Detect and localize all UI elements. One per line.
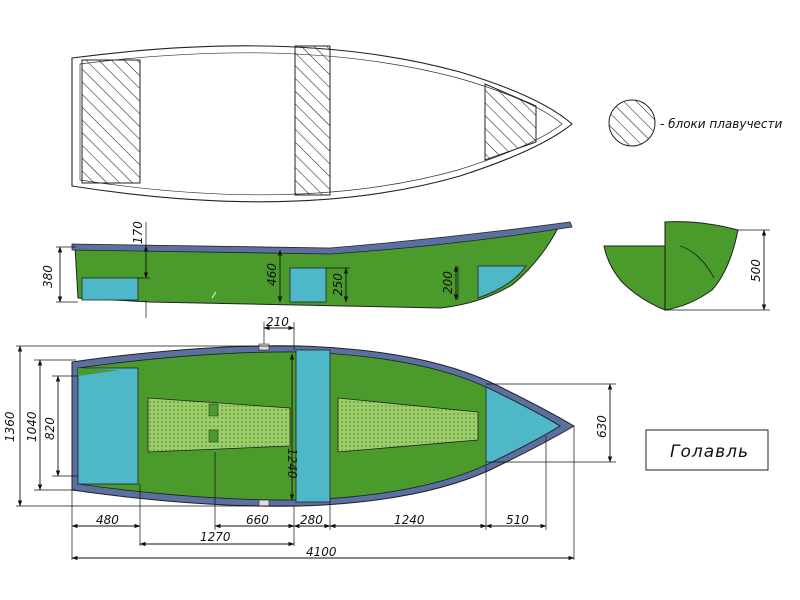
title-box: Голавль — [645, 429, 769, 471]
dim-4100: 4100 — [306, 545, 337, 559]
dim-500: 500 — [749, 259, 763, 282]
plan-view: 210 1360 1040 820 1240 630 — [3, 315, 616, 561]
legend: - блоки плавучести — [608, 99, 783, 147]
plan-floor-panel-stern — [147, 397, 291, 453]
title-frame — [645, 429, 769, 471]
dim-380: 380 — [41, 265, 55, 288]
dim-480: 480 — [96, 513, 119, 527]
side-bow-block — [477, 265, 527, 299]
dim-1240-vertical: 1240 — [285, 448, 299, 479]
dim-630: 630 — [595, 415, 609, 438]
dim-1040: 1040 — [25, 411, 39, 442]
title-text: Голавль — [670, 442, 749, 462]
top-view — [71, 45, 573, 203]
plan-floor-slot-1 — [208, 403, 219, 417]
section-view: 500 — [603, 221, 770, 311]
dim-210: 210 — [266, 315, 289, 329]
plan-mid-block — [295, 349, 331, 503]
plan-oarlock-bottom — [258, 499, 270, 507]
dim-1270: 1270 — [200, 530, 231, 544]
dim-1360: 1360 — [3, 411, 17, 442]
side-mid-block — [289, 267, 327, 303]
dim-280: 280 — [300, 513, 323, 527]
dim-200: 200 — [441, 271, 455, 294]
dim-660: 660 — [246, 513, 269, 527]
dim-250: 250 — [331, 273, 345, 296]
legend-hatched-circle — [608, 99, 656, 147]
dim-820: 820 — [43, 417, 57, 440]
section-right-half — [664, 221, 739, 311]
side-view: 380 170 460 250 200 — [41, 221, 573, 318]
stern-buoyancy-block — [81, 59, 141, 184]
plan-floor-panel-bow — [337, 397, 479, 453]
plan-stern-deck-left — [78, 368, 120, 376]
plan-floor-slot-2 — [208, 429, 219, 443]
dim-170: 170 — [131, 221, 145, 244]
legend-label: - блоки плавучести — [660, 117, 783, 131]
plan-stern-block — [77, 367, 139, 485]
side-view-gunwale — [71, 221, 573, 255]
bow-buoyancy-block — [484, 83, 537, 161]
dim-1240-horizontal: 1240 — [394, 513, 425, 527]
section-left-half — [603, 245, 666, 311]
side-stern-block — [81, 277, 139, 301]
plan-oarlock-top — [258, 343, 270, 351]
mid-buoyancy-block — [294, 45, 331, 196]
plan-bow-block — [485, 386, 561, 466]
section-curve — [679, 245, 715, 279]
side-transom-notch — [211, 291, 217, 299]
dim-460: 460 — [265, 263, 279, 286]
dim-510: 510 — [506, 513, 529, 527]
